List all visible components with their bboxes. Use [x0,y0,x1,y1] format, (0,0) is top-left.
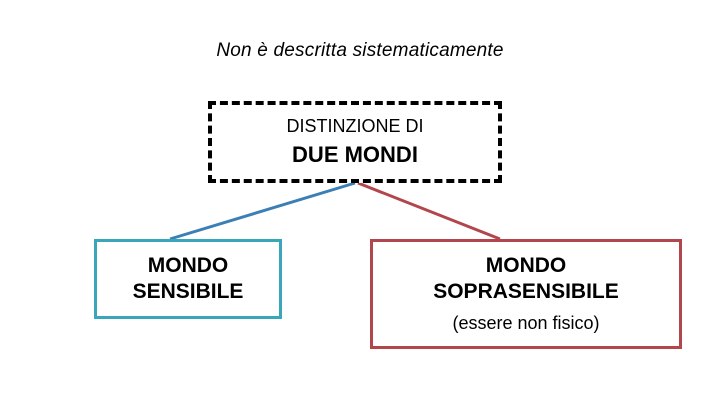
connector-right-line [357,181,501,241]
right-box-line2: SOPRASENSIBILE [433,280,619,304]
left-box-line1: MONDO [147,253,229,277]
connector-left-line [169,181,356,241]
top-box: DISTINZIONE DI DUE MONDI [208,101,502,183]
left-box-line2: SENSIBILE [132,280,244,303]
top-box-line2: DUE MONDI [292,141,418,167]
left-box: MONDO SENSIBILE [94,239,282,319]
page-title: Non è descritta sistematicamente [216,40,504,61]
right-box: MONDO SOPRASENSIBILE (essere non fisico) [370,239,682,349]
right-box-line3: (essere non fisico) [452,312,600,333]
right-box-line1: MONDO [485,254,567,277]
top-box-line1: DISTINZIONE DI [286,116,424,136]
